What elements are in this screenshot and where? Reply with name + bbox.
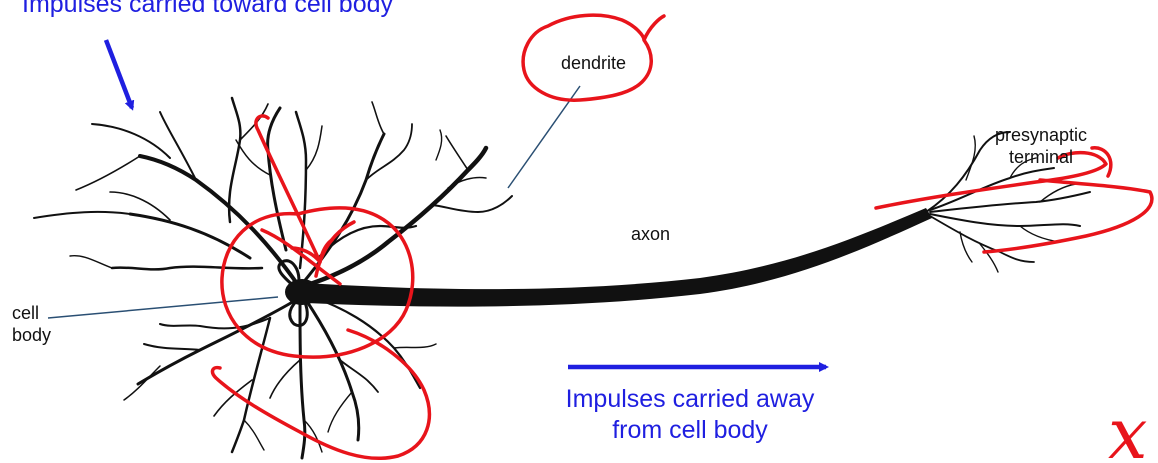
impulses-toward-label: Impulses carried toward cell body <box>22 0 393 20</box>
impulse-arrows <box>106 40 826 367</box>
presynaptic-line1: presynaptic <box>995 124 1087 146</box>
impulses-away-line1: Impulses carried away <box>520 384 860 415</box>
cell-body-line2: body <box>12 324 51 346</box>
lower-loop-annotation <box>213 330 430 458</box>
axon <box>306 208 932 307</box>
impulses-away-label: Impulses carried away from cell body <box>520 384 860 446</box>
handwritten-x-mark: x <box>1108 393 1147 463</box>
cell-body-leader-line <box>48 297 278 318</box>
cell-body-label: cell body <box>12 302 51 346</box>
presynaptic-terminal-label: presynaptic terminal <box>995 124 1087 168</box>
arrow-toward-cell-body <box>106 40 132 108</box>
cell-body-line1: cell <box>12 302 51 324</box>
impulses-away-line2: from cell body <box>520 415 860 446</box>
dendrite-label: dendrite <box>561 52 626 74</box>
dendrite-branches <box>34 98 512 458</box>
axon-label: axon <box>631 223 670 245</box>
presynaptic-line2: terminal <box>995 146 1087 168</box>
